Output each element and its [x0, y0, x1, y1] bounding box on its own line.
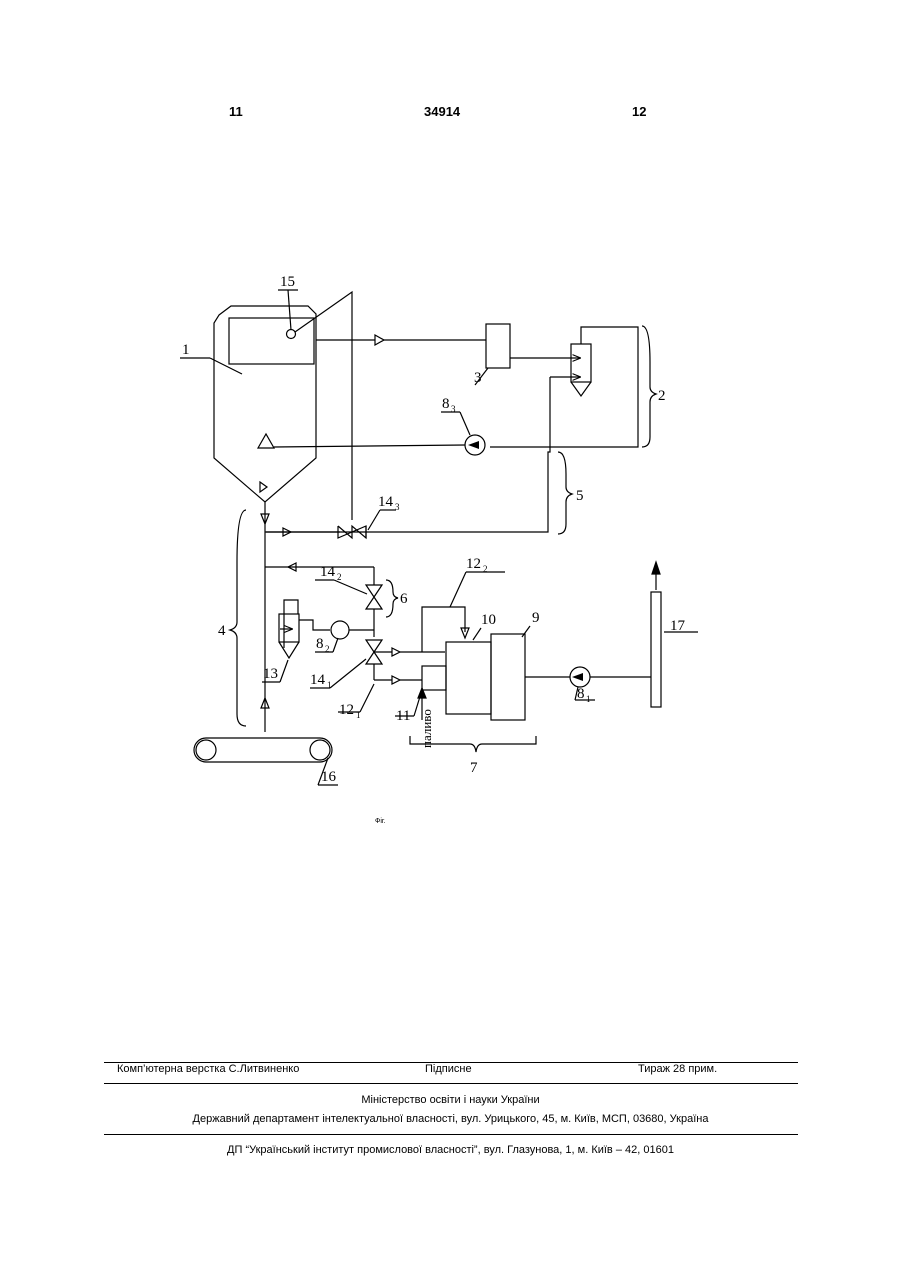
- label-5: 5: [576, 488, 584, 504]
- label-12-1-sub: 1: [356, 710, 361, 720]
- figure-caption: Фіг.: [375, 818, 386, 825]
- label-14-1: 14: [310, 672, 326, 688]
- conveyor-16: [194, 738, 332, 762]
- cyclone-body: [571, 344, 591, 382]
- label-8-1-sub: 1: [586, 694, 591, 704]
- footer-institute: ДП “Український інститут промислової вла…: [0, 1144, 901, 1156]
- label-12-1: 12: [339, 702, 354, 718]
- pump-8-2: [331, 621, 349, 639]
- brace-5: [558, 452, 572, 534]
- brace-4: [230, 510, 246, 726]
- label-14-3-sub: 3: [395, 502, 400, 512]
- label-8-2-sub: 2: [325, 644, 330, 654]
- process-schematic: 15 1 3 2 8 3 5 14 3 12 2 14 2 6 4 9 10 8…: [170, 262, 715, 832]
- nozzle-15: [287, 330, 296, 339]
- label-14-1-sub: 1: [327, 680, 332, 690]
- label-8-1: 8: [577, 686, 585, 702]
- inlet-triangle: [260, 482, 267, 492]
- valve-14-2: [366, 585, 382, 609]
- label-3: 3: [474, 370, 482, 386]
- footer-department: Державний департамент інтелектуальної вл…: [0, 1113, 901, 1125]
- label-6: 6: [400, 591, 408, 607]
- brace-6: [386, 580, 398, 617]
- label-fuel: паливо: [419, 709, 434, 748]
- label-14-3: 14: [378, 494, 394, 510]
- brace-2: [642, 326, 656, 447]
- unit-3: [486, 324, 510, 368]
- label-1: 1: [182, 342, 190, 358]
- tower-inner-chamber: [229, 318, 314, 364]
- cyclone-13: [279, 614, 299, 642]
- label-2: 2: [658, 388, 666, 404]
- label-14-2: 14: [320, 564, 336, 580]
- right-page-number: 12: [632, 104, 646, 119]
- label-14-2-sub: 2: [337, 572, 342, 582]
- label-9: 9: [532, 610, 540, 626]
- label-7: 7: [470, 760, 478, 776]
- footer-ministry: Міністерство освіти і науки України: [0, 1094, 901, 1106]
- burner-11: [422, 666, 446, 690]
- label-16: 16: [321, 769, 337, 785]
- label-12-2: 12: [466, 556, 481, 572]
- label-4: 4: [218, 623, 226, 639]
- label-15: 15: [280, 274, 295, 290]
- label-8-3-sub: 3: [451, 404, 456, 414]
- footer-rule-middle: [104, 1083, 798, 1084]
- return-marker: [258, 434, 274, 448]
- label-10: 10: [481, 612, 496, 628]
- label-13: 13: [263, 666, 278, 682]
- footer-circulation: Тираж 28 прим.: [638, 1063, 717, 1075]
- footer-typesetting: Комп’ютерна верстка С.Литвиненко: [117, 1063, 299, 1075]
- chamber-9: [491, 634, 525, 720]
- label-8-2: 8: [316, 636, 324, 652]
- left-page-number: 11: [229, 104, 243, 119]
- label-8-3: 8: [442, 396, 450, 412]
- chamber-10: [446, 642, 491, 714]
- patent-number: 34914: [424, 104, 460, 119]
- label-17: 17: [670, 618, 686, 634]
- label-11: 11: [396, 708, 410, 724]
- footer-rule-bottom: [104, 1134, 798, 1135]
- label-12-2-sub: 2: [483, 564, 488, 574]
- stack-17: [651, 592, 661, 707]
- footer-signed: Підписне: [425, 1063, 472, 1075]
